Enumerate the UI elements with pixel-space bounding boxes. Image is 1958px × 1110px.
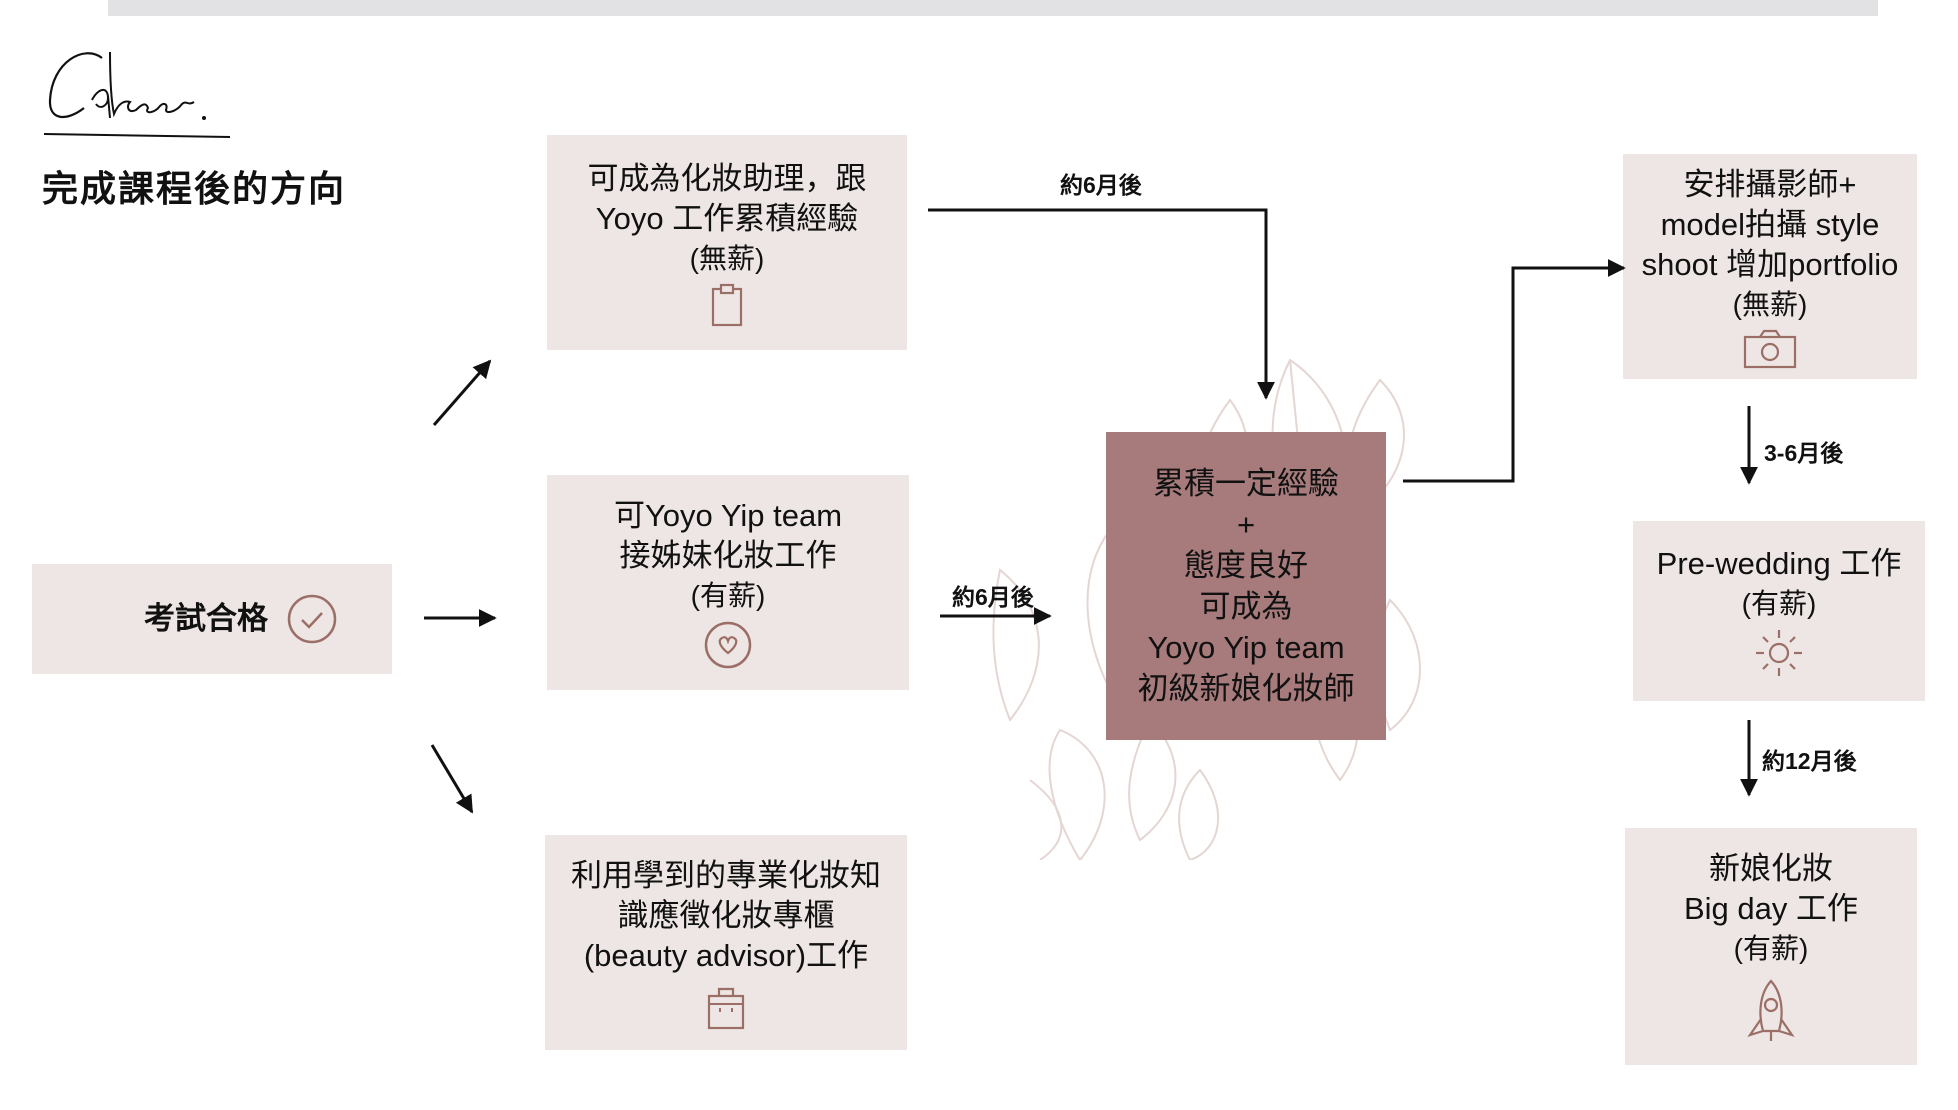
label-sister-to-junior: 約6月後 xyxy=(952,578,1034,612)
label-portfolio-to-prewedding: 3-6月後 xyxy=(1764,434,1843,468)
arrow-exam-to-assistant xyxy=(434,361,490,425)
arrow-junior-to-portfolio xyxy=(1403,268,1624,481)
label-assistant-to-junior: 約6月後 xyxy=(1060,166,1142,200)
label-prewedding-to-bigday: 約12月後 xyxy=(1762,742,1857,776)
arrow-assistant-to-junior xyxy=(928,210,1266,398)
arrow-exam-to-advisor xyxy=(432,745,472,812)
